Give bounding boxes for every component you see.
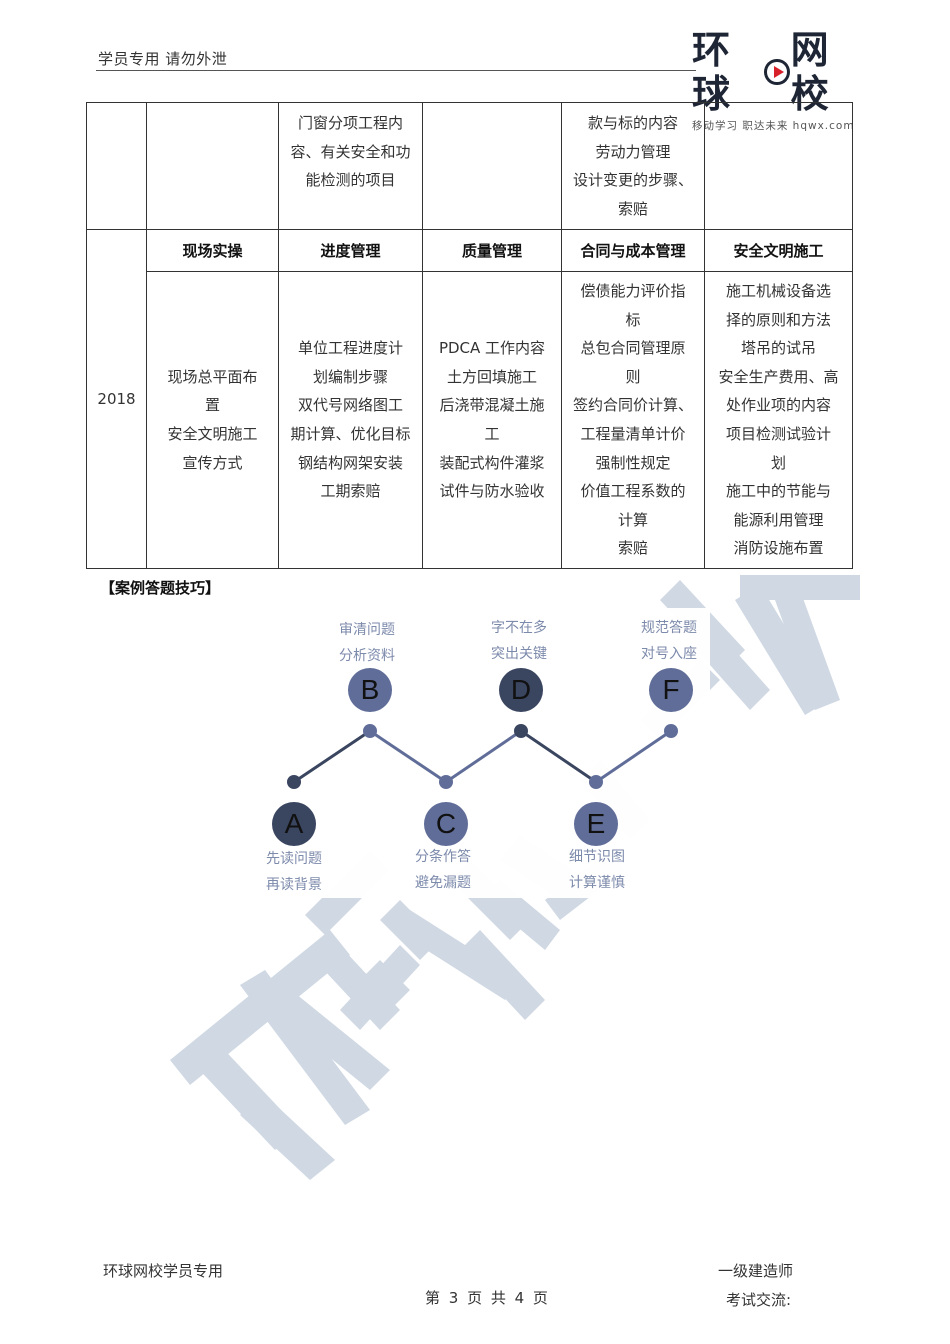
node-d-label: 字不在多 突出关键 — [491, 620, 547, 662]
node-f-label: 规范答题 对号入座 — [641, 620, 697, 662]
exam-topics-table: 门窗分项工程内 容、有关安全和功 能检测的项目 款与标的内容 劳动力管理 设计变… — [86, 102, 853, 569]
node-c-label: 分条作答 避免漏题 — [415, 849, 471, 891]
diagram-background — [255, 608, 710, 898]
year-cell — [86, 102, 147, 230]
table-row-2018: 现场总平面布 置 安全文明施工 宣传方式 单位工程进度计 划编制步骤 双代号网络… — [87, 271, 853, 569]
header-confidential-notice: 学员专用 请勿外泄 — [98, 50, 228, 68]
cell-safety — [704, 102, 853, 230]
play-icon — [764, 59, 790, 85]
table-row-continuation: 门窗分项工程内 容、有关安全和功 能检测的项目 款与标的内容 劳动力管理 设计变… — [86, 102, 853, 230]
footer-exam-exchange: 考试交流: — [726, 1291, 792, 1309]
column-header: 进度管理 — [278, 229, 423, 272]
cell-quality-mgmt: PDCA 工作内容 土方回填施工 后浇带混凝土施 工 装配式构件灌浆 试件与防水… — [422, 271, 562, 569]
page-number: 第 3 页 共 4 页 — [425, 1289, 550, 1307]
node-e-label: 细节识图 计算谨慎 — [569, 849, 625, 891]
cell-contract-cost: 偿债能力评价指 标 总包合同管理原 则 签约合同价计算、 工程量清单计价 强制性… — [561, 271, 705, 569]
footer-exam-name: 一级建造师 — [718, 1262, 794, 1280]
cell-quality-mgmt — [422, 102, 562, 230]
table-header-row: 2018 现场实操 进度管理 质量管理 合同与成本管理 安全文明施工 — [86, 229, 853, 569]
node-b-circle: B — [348, 668, 392, 712]
cell-site-practice: 现场总平面布 置 安全文明施工 宣传方式 — [146, 271, 279, 569]
column-header: 现场实操 — [146, 229, 279, 272]
cell-contract-cost: 款与标的内容 劳动力管理 设计变更的步骤、 索赔 — [561, 102, 705, 230]
section-title: 【案例答题技巧】 — [100, 579, 221, 597]
year-cell: 2018 — [86, 229, 147, 569]
node-d-circle: D — [499, 668, 543, 712]
node-e-circle: E — [574, 802, 618, 846]
footer-left-text: 环球网校学员专用 — [103, 1262, 224, 1280]
cell-safety: 施工机械设备选 择的原则和方法 塔吊的试吊 安全生产费用、高 处作业项的内容 项… — [704, 271, 853, 569]
cell-progress-mgmt: 单位工程进度计 划编制步骤 双代号网络图工 期计算、优化目标 钢结构网架安装 工… — [278, 271, 423, 569]
node-a-circle: A — [272, 802, 316, 846]
header-divider — [96, 70, 696, 71]
logo-text-part1: 环球 — [692, 28, 730, 116]
node-f-circle: F — [649, 668, 693, 712]
node-c-circle: C — [424, 802, 468, 846]
node-b-label: 审清问题 分析资料 — [339, 622, 395, 664]
node-a-label: 先读问题 再读背景 — [266, 851, 322, 893]
